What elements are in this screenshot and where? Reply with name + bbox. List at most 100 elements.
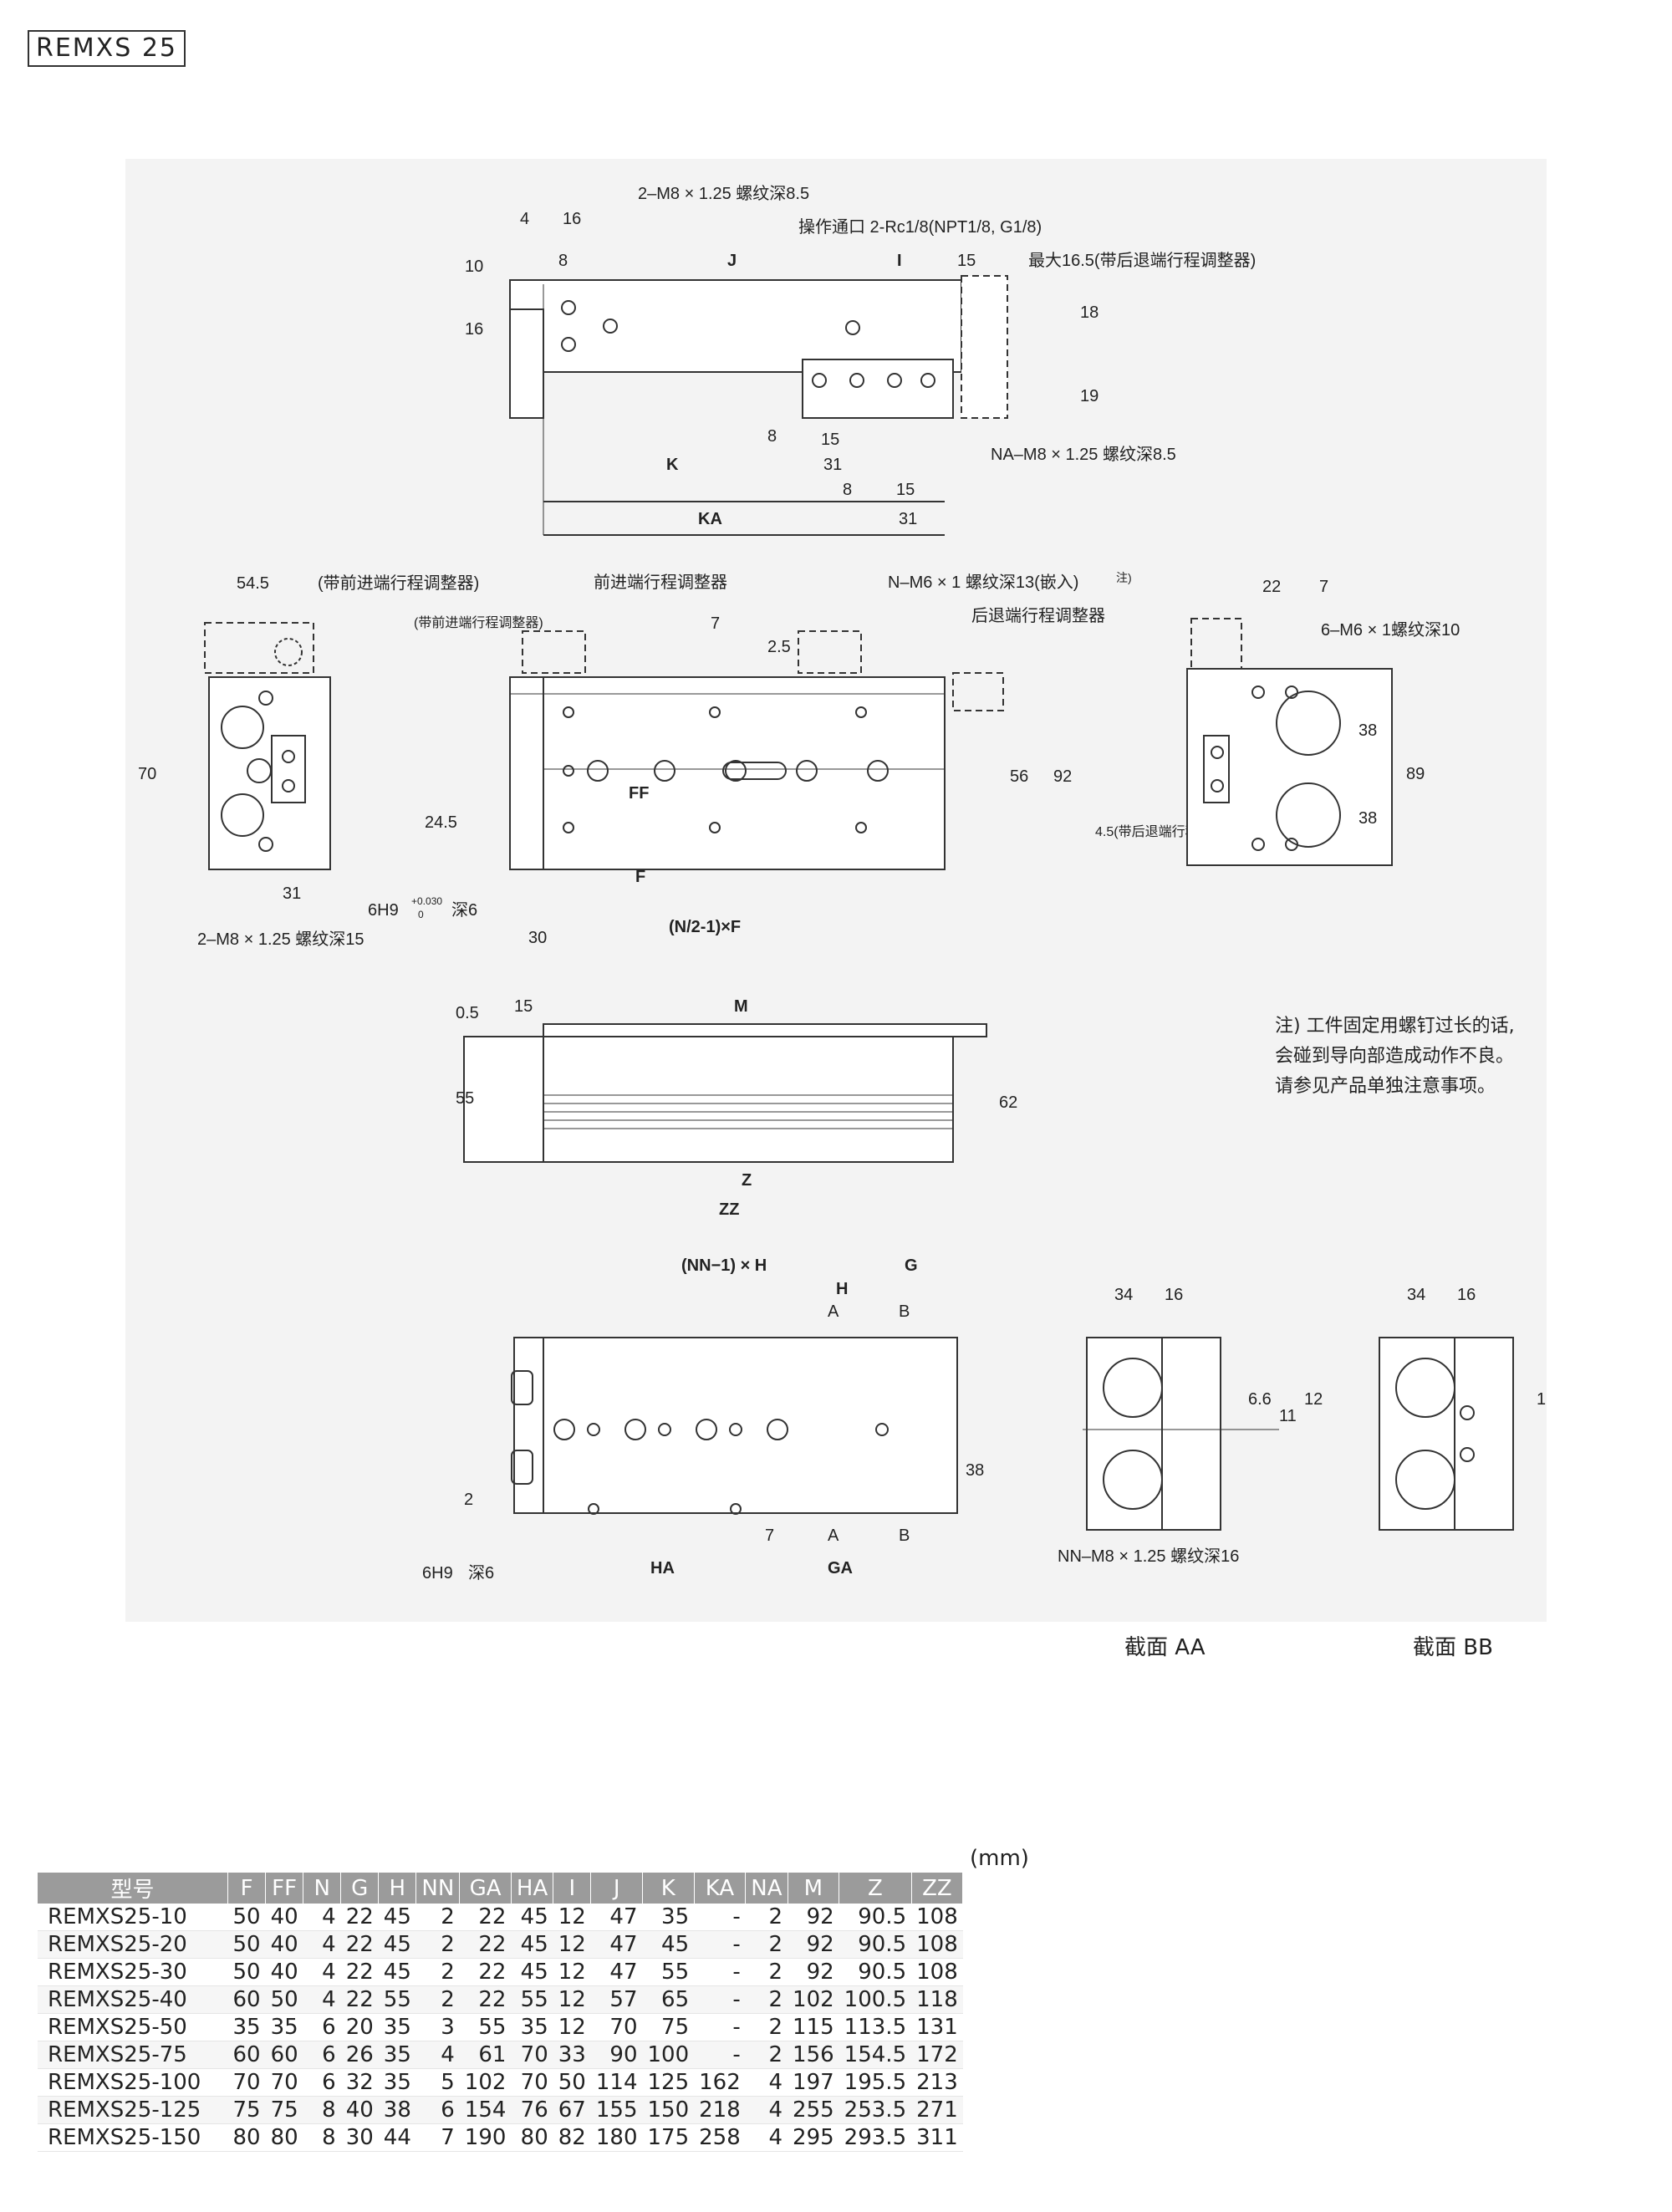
table-cell: 50 bbox=[265, 1985, 303, 2014]
table-cell: 33 bbox=[553, 2041, 591, 2069]
model-cell: REMXS25-150 bbox=[38, 2123, 228, 2152]
dim-Z: Z bbox=[742, 1171, 752, 1190]
callout-nn-thread: NN–M8 × 1.25 螺纹深16 bbox=[1058, 1547, 1239, 1566]
table-header-cell: 型号 bbox=[38, 1873, 228, 1904]
dim-7b: 7 bbox=[1319, 578, 1328, 596]
dim-6-6: 6.6 bbox=[1248, 1390, 1272, 1409]
callout-vert-front: (带前进端行程调整器) bbox=[414, 615, 543, 630]
front-view bbox=[463, 1023, 987, 1163]
main-side-view bbox=[509, 630, 1004, 870]
dim-92: 92 bbox=[1053, 767, 1072, 786]
pin-depth: 深6 bbox=[451, 900, 477, 920]
table-cell: 175 bbox=[642, 2123, 695, 2152]
table-cell: 4 bbox=[303, 1958, 341, 1986]
table-cell: 2 bbox=[415, 1958, 460, 1986]
dim-10: 10 bbox=[465, 257, 483, 276]
table-header-cell: FF bbox=[265, 1873, 304, 1904]
table-cell: 162 bbox=[694, 2068, 746, 2097]
table-cell: 154 bbox=[459, 2096, 512, 2124]
dim-N-F: (N/2-1)×F bbox=[669, 918, 741, 936]
callout-rear-adjuster: 后退端行程调整器 bbox=[971, 606, 1105, 625]
table-cell: 102 bbox=[788, 1985, 839, 2014]
table-cell: 45 bbox=[642, 1930, 695, 1959]
table-cell: 4 bbox=[415, 2041, 460, 2069]
table-cell: 12 bbox=[553, 2013, 591, 2041]
dim-8: 8 bbox=[558, 252, 568, 270]
table-cell: 30 bbox=[340, 2123, 379, 2152]
table-cell: 80 bbox=[265, 2123, 303, 2152]
table-cell: 2 bbox=[415, 1985, 460, 2014]
dim-24-5: 24.5 bbox=[425, 813, 457, 832]
table-cell: 57 bbox=[590, 1985, 643, 2014]
table-cell: 114 bbox=[590, 2068, 643, 2097]
table-cell: 44 bbox=[378, 2123, 416, 2152]
table-cell: 90.5 bbox=[839, 1958, 912, 1986]
table-cell: 35 bbox=[378, 2068, 416, 2097]
table-cell: 26 bbox=[340, 2041, 379, 2069]
table-cell: 180 bbox=[590, 2123, 643, 2152]
section-aa-view bbox=[1083, 1337, 1279, 1531]
dim-18: 18 bbox=[1080, 303, 1099, 322]
table-cell: 172 bbox=[911, 2041, 963, 2069]
dim-34b: 34 bbox=[1407, 1286, 1425, 1304]
table-cell: 213 bbox=[911, 2068, 963, 2097]
table-cell: 125 bbox=[642, 2068, 695, 2097]
dim-NN-H: (NN−1) × H bbox=[681, 1256, 767, 1275]
dim-16: 16 bbox=[563, 210, 581, 228]
model-cell: REMXS25-20 bbox=[38, 1930, 228, 1959]
callout-pin-hole: 6H9 bbox=[368, 901, 399, 920]
dim-54-5: 54.5 bbox=[237, 574, 269, 593]
table-cell: 45 bbox=[378, 1958, 416, 1986]
dim-7: 7 bbox=[711, 614, 720, 633]
dim-56: 56 bbox=[1010, 767, 1028, 786]
table-cell: 60 bbox=[227, 2041, 266, 2069]
dim-15d: 15 bbox=[514, 997, 533, 1016]
table-cell: 35 bbox=[265, 2013, 303, 2041]
table-cell: 22 bbox=[340, 1930, 379, 1959]
table-cell: 108 bbox=[911, 1930, 963, 1959]
callout-front-adjuster-note: (带前进端行程调整器) bbox=[318, 573, 479, 593]
dim-89: 89 bbox=[1406, 765, 1425, 783]
model-cell: REMXS25-100 bbox=[38, 2068, 228, 2097]
table-cell: 40 bbox=[340, 2096, 379, 2124]
table-cell: - bbox=[694, 1958, 746, 1986]
table-cell: 2 bbox=[745, 2041, 788, 2069]
table-cell: 50 bbox=[227, 1904, 266, 1931]
table-cell: 4 bbox=[303, 1930, 341, 1959]
table-cell: 22 bbox=[459, 1904, 512, 1931]
table-cell: - bbox=[694, 2013, 746, 2041]
table-cell: 12 bbox=[553, 1958, 591, 1986]
table-cell: 38 bbox=[378, 2096, 416, 2124]
table-cell: 55 bbox=[459, 2013, 512, 2041]
table-header-cell: HA bbox=[511, 1873, 554, 1904]
model-cell: REMXS25-75 bbox=[38, 2041, 228, 2069]
table-cell: - bbox=[694, 1904, 746, 1931]
table-cell: 45 bbox=[378, 1930, 416, 1959]
table-cell: 35 bbox=[378, 2041, 416, 2069]
table-cell: 2 bbox=[745, 2013, 788, 2041]
pin-tol-low: 0 bbox=[418, 909, 424, 920]
table-cell: 50 bbox=[553, 2068, 591, 2097]
dim-16c: 16 bbox=[1165, 1286, 1183, 1304]
table-header-cell: N bbox=[303, 1873, 342, 1904]
table-cell: 2 bbox=[745, 1904, 788, 1931]
table-cell: 90 bbox=[590, 2041, 643, 2069]
dim-38b: 38 bbox=[1358, 809, 1377, 828]
table-cell: 22 bbox=[459, 1958, 512, 1986]
table-cell: 22 bbox=[459, 1930, 512, 1959]
dim-15c: 15 bbox=[896, 481, 915, 499]
table-cell: 40 bbox=[265, 1930, 303, 1959]
table-cell: 100.5 bbox=[839, 1985, 912, 2014]
table-header-cell: NN bbox=[415, 1873, 461, 1904]
table-cell: 55 bbox=[642, 1958, 695, 1986]
dim-31: 31 bbox=[823, 456, 842, 474]
table-cell: 4 bbox=[745, 2068, 788, 2097]
dim-0-5: 0.5 bbox=[456, 1004, 479, 1022]
callout-na-thread: NA–M8 × 1.25 螺纹深8.5 bbox=[991, 445, 1176, 464]
